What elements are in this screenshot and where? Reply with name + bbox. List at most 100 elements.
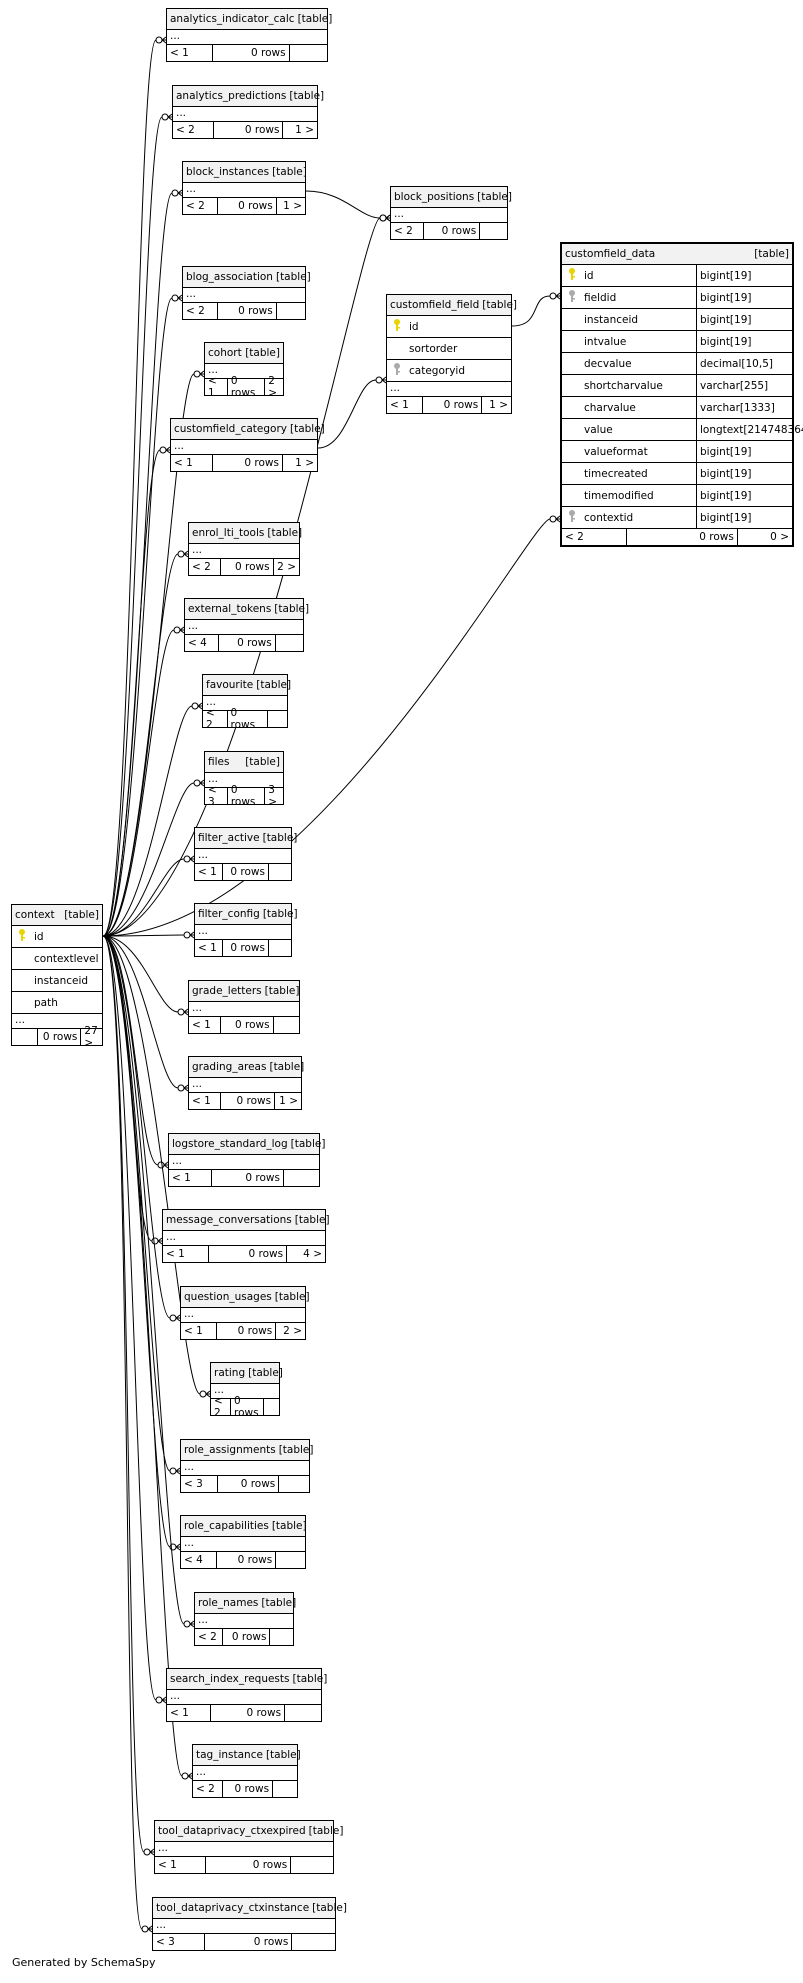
parents-count[interactable]: < 4 — [184, 1554, 203, 1566]
column-row[interactable]: sortorder — [387, 338, 511, 360]
table-name[interactable]: filter_config — [198, 908, 260, 920]
children-count[interactable] — [290, 1857, 333, 1873]
column-row[interactable]: path — [12, 992, 102, 1014]
parents-count[interactable]: < 1 — [184, 1325, 203, 1337]
parents-count[interactable]: < 1 — [172, 1172, 191, 1184]
parents-count[interactable]: < 1 — [208, 375, 217, 399]
children-count[interactable] — [291, 1934, 335, 1950]
table-name[interactable]: analytics_predictions — [176, 90, 287, 102]
parents-count[interactable]: < 1 — [166, 1248, 185, 1260]
column-row[interactable]: categoryid — [387, 360, 511, 382]
parents-count[interactable]: < 3 — [184, 1478, 203, 1490]
table-name[interactable]: analytics_indicator_calc — [170, 13, 295, 25]
parents-count[interactable]: < 1 — [192, 1019, 211, 1031]
parents-count[interactable]: < 2 — [206, 707, 215, 731]
children-count[interactable] — [267, 940, 291, 956]
table-name[interactable]: tool_dataprivacy_ctxinstance — [156, 1902, 310, 1914]
children-count[interactable] — [283, 1170, 319, 1186]
parents-count[interactable]: < 3 — [208, 784, 217, 808]
table-name[interactable]: customfield_category — [174, 423, 287, 435]
parents-count[interactable]: < 2 — [186, 200, 205, 212]
children-count[interactable]: 0 > — [736, 529, 792, 545]
children-count[interactable] — [275, 1552, 305, 1568]
parents-count[interactable]: < 2 — [196, 1783, 215, 1795]
table-name[interactable]: customfield_field — [390, 299, 480, 311]
table-name[interactable]: block_instances — [186, 166, 270, 178]
table-name[interactable]: context — [15, 909, 55, 921]
children-count[interactable] — [288, 45, 327, 61]
table-name[interactable]: block_positions — [394, 191, 475, 203]
children-count[interactable]: 1 > — [481, 397, 511, 413]
children-count[interactable] — [274, 635, 303, 651]
children-count[interactable]: 4 > — [286, 1246, 325, 1262]
parents-count[interactable]: < 2 — [192, 561, 211, 573]
parents-count[interactable]: < 1 — [198, 866, 217, 878]
table-name[interactable]: search_index_requests — [170, 1673, 290, 1685]
table-name[interactable]: blog_association — [186, 271, 273, 283]
table-name[interactable]: question_usages — [184, 1291, 272, 1303]
table-tool-dataprivacy-ctxexpired[interactable]: tool_dataprivacy_ctxexpired[table]...< 1… — [154, 1820, 343, 1874]
parents-count[interactable]: < 1 — [170, 47, 189, 59]
table-name[interactable]: message_conversations — [166, 1214, 292, 1226]
parents-count[interactable]: < 2 — [198, 1631, 217, 1643]
children-count[interactable]: 1 > — [282, 122, 317, 138]
children-count[interactable]: 3 > — [264, 784, 283, 808]
children-count[interactable]: 1 > — [275, 198, 305, 214]
table-tool-dataprivacy-ctxinstance[interactable]: tool_dataprivacy_ctxinstance[table]...< … — [152, 1897, 347, 1951]
parents-count[interactable]: < 1 — [174, 457, 193, 469]
table-name[interactable]: logstore_standard_log — [172, 1138, 288, 1150]
children-count[interactable]: 27 > — [80, 1025, 102, 1049]
parents-count[interactable]: < 3 — [156, 1936, 175, 1948]
children-count[interactable] — [266, 711, 287, 727]
parents-count[interactable]: < 1 — [198, 942, 217, 954]
children-count[interactable] — [275, 303, 305, 319]
children-count[interactable] — [269, 1629, 293, 1645]
children-count[interactable] — [479, 223, 507, 239]
children-count[interactable] — [267, 864, 291, 880]
table-name[interactable]: tool_dataprivacy_ctxexpired — [158, 1825, 306, 1837]
parents-count[interactable]: < 1 — [390, 399, 409, 411]
table-name[interactable]: grading_areas — [192, 1061, 267, 1073]
table-name[interactable]: filter_active — [198, 832, 260, 844]
table-name[interactable]: grade_letters — [192, 985, 262, 997]
children-count[interactable] — [262, 1399, 279, 1415]
children-count[interactable] — [272, 1781, 297, 1797]
table-name[interactable]: tag_instance — [196, 1749, 263, 1761]
table-name[interactable]: role_assignments — [184, 1444, 276, 1456]
children-count[interactable]: 1 > — [281, 455, 317, 471]
column-row[interactable]: id — [12, 926, 102, 948]
table-name[interactable]: rating — [214, 1367, 246, 1379]
parents-count[interactable] — [12, 1029, 37, 1045]
parents-count[interactable]: < 2 — [394, 225, 413, 237]
table-name[interactable]: files — [208, 756, 230, 768]
children-count[interactable]: 2 > — [275, 1323, 305, 1339]
table-name[interactable]: favourite — [206, 679, 254, 691]
